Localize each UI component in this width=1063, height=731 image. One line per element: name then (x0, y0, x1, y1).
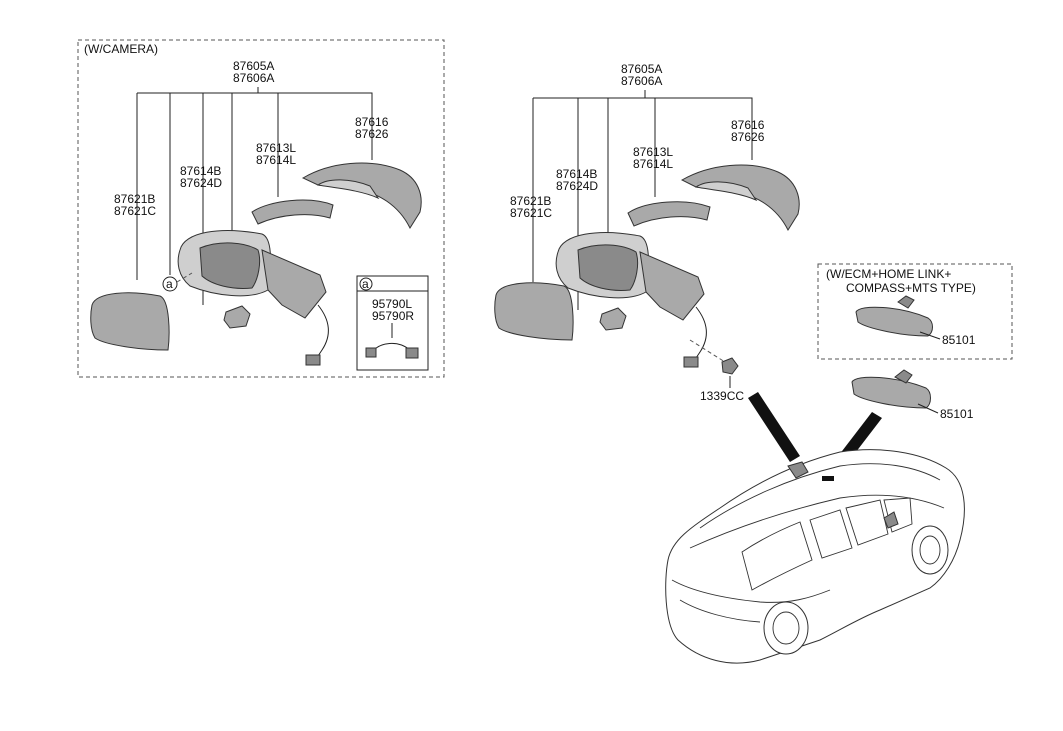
label-85101-ecm: 85101 (942, 333, 976, 347)
std-mirror-mount (894, 369, 913, 384)
wire-harness (313, 304, 329, 363)
label-87621c-mid: 87621C (510, 206, 552, 220)
mirror-glass-part (90, 292, 170, 351)
camera-harness (371, 343, 411, 353)
label-87613l-mid: 87613L (633, 145, 673, 159)
mirror-cover-part-mid (680, 164, 800, 232)
vehicle-front-mirror (883, 511, 899, 529)
inset-callout-label: a (362, 277, 369, 291)
mirror-motor-part (199, 242, 261, 289)
vehicle-rear-wheel (763, 601, 809, 655)
callout-a-leader (176, 272, 193, 283)
side-lamp-part-mid (627, 201, 711, 227)
vehicle-front-wheel-hub (919, 535, 941, 565)
callout-a-label: a (166, 277, 173, 291)
label-87626-mid: 87626 (731, 130, 765, 144)
std-mirror-leader (917, 403, 939, 414)
mirror-cover-part (301, 162, 422, 230)
label-87613l: 87613L (256, 141, 296, 155)
vehicle-rearview-mirror (822, 476, 834, 481)
label-1339cc: 1339CC (700, 389, 744, 403)
vehicle-front-wheel (911, 525, 949, 575)
camera-group-frame (77, 39, 445, 378)
rearview-mirror-group: (W/ECM+HOME LINK+ COMPASS+MTS TYPE) 8510… (817, 263, 1013, 478)
vehicle-beltline (689, 494, 945, 549)
ecm-mirror-mount (897, 295, 915, 309)
label-87606a-mid: 87606A (621, 74, 662, 88)
actuator-part-mid (599, 307, 627, 331)
door-mirror-pointer (748, 392, 800, 462)
left-leader-lines (136, 87, 373, 305)
callout-a-circle (162, 276, 178, 292)
mirror-cover-inner-mid (694, 181, 758, 202)
label-87626: 87626 (355, 127, 389, 141)
std-mirror-part (851, 376, 931, 409)
fastener-1339cc-part (721, 357, 739, 375)
label-87621c: 87621C (114, 204, 156, 218)
label-85101-std: 85101 (940, 407, 974, 421)
label-87614l-mid: 87614L (633, 157, 673, 171)
camera-connector-right (405, 347, 419, 359)
label-87621b: 87621B (114, 192, 155, 206)
side-lamp-part (251, 199, 334, 225)
mirror-cover-inner (316, 179, 380, 200)
middle-leader-lines (532, 90, 753, 310)
actuator-part (223, 305, 251, 329)
label-87614b: 87614B (180, 164, 221, 178)
mirror-glass-part-mid (494, 282, 574, 341)
label-87624d: 87624D (180, 176, 222, 190)
ecm-title-line-2: COMPASS+MTS TYPE) (846, 281, 976, 295)
vehicle-tailgate-line (671, 579, 831, 603)
ecm-title-line-1: (W/ECM+HOME LINK+ (826, 267, 951, 281)
wire-harness-mid (691, 306, 707, 365)
label-87616: 87616 (355, 115, 389, 129)
camera-group-title: (W/CAMERA) (84, 42, 158, 56)
mirror-base-part-mid (639, 251, 705, 321)
label-95790l: 95790L (372, 297, 412, 311)
vehicle-side-window-1 (809, 509, 853, 559)
label-87606a: 87606A (233, 71, 274, 85)
label-87605a-mid: 87605A (621, 62, 662, 76)
vehicle-side-window-2 (845, 499, 889, 546)
label-87616-mid: 87616 (731, 118, 765, 132)
label-87614b-mid: 87614B (556, 167, 597, 181)
label-95790r: 95790R (372, 309, 414, 323)
inset-callout-circle (359, 277, 373, 291)
label-87624d-mid: 87624D (556, 179, 598, 193)
vehicle-roofline (699, 463, 941, 529)
camera-mirror-group: (W/CAMERA) 87605A 87606A 87616 87626 876… (77, 39, 445, 378)
label-87614l: 87614L (256, 153, 296, 167)
mirror-motor-part-mid (577, 244, 639, 291)
ecm-mirror-leader (919, 331, 941, 340)
wire-connector (305, 354, 321, 366)
label-87605a: 87605A (233, 59, 274, 73)
vehicle-door-mirror (787, 461, 809, 479)
camera-inset-frame (356, 275, 429, 371)
vehicle-illustration (665, 449, 965, 664)
label-87621b-mid: 87621B (510, 194, 551, 208)
mirror-base-part (261, 249, 327, 319)
standard-mirror-group: 87605A 87606A 87616 87626 87613L 87614L … (494, 62, 800, 462)
wire-connector-mid (683, 356, 699, 368)
ecm-group-frame (817, 263, 1013, 360)
vehicle-rear-wheel-hub (772, 611, 800, 645)
camera-connector-left (365, 347, 377, 358)
vehicle-bumper-line (679, 599, 761, 623)
ecm-mirror-part (855, 306, 933, 337)
vehicle-rear-window (741, 521, 813, 591)
